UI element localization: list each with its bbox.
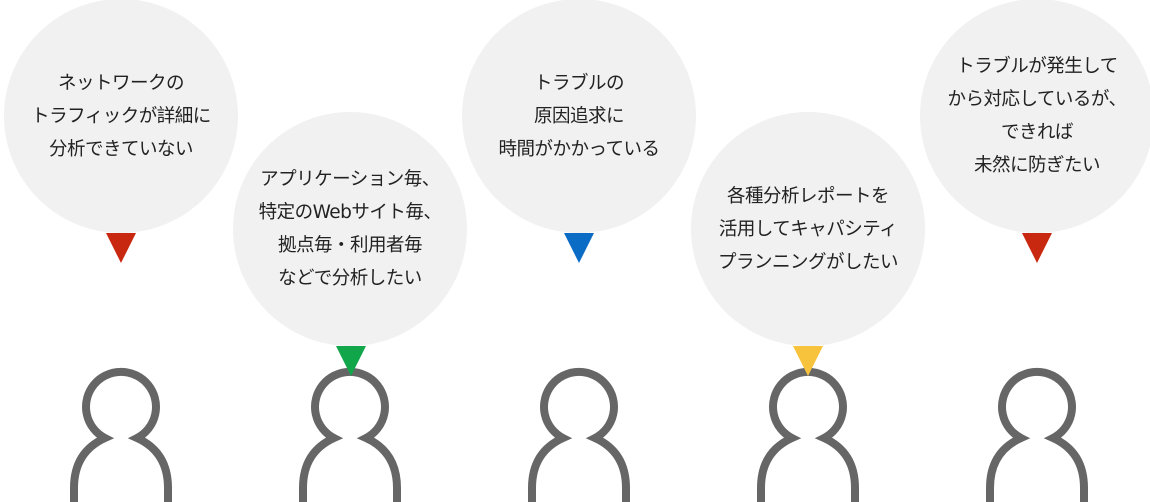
need-line: ネットワークの xyxy=(57,72,185,94)
person-icon xyxy=(528,367,630,502)
person-icon xyxy=(986,367,1088,502)
need-line: 拠点毎・利用者毎 xyxy=(277,235,423,256)
need-line: 時間がかかっている xyxy=(498,138,660,160)
need-line: トラブルの xyxy=(533,72,625,94)
need-bubble-3: トラブルの 原因追求に 時間がかかっている xyxy=(462,0,696,233)
need-line: 各種分析レポートを xyxy=(726,185,890,207)
pointer-triangle-3 xyxy=(564,233,594,263)
need-line: などで分析したい xyxy=(278,268,422,289)
need-line: 分析できていない xyxy=(48,138,194,160)
need-bubble-4: 各種分析レポートを 活用してキャパシティ プランニングがしたい xyxy=(691,112,925,346)
pointer-triangle-5 xyxy=(1022,233,1052,263)
need-line: アプリケーション毎、 xyxy=(260,169,440,190)
need-line: 未然に防ぎたい xyxy=(973,155,1101,176)
need-bubble-1: ネットワークの トラフィックが詳細に 分析できていない xyxy=(4,0,238,233)
pointer-triangle-2 xyxy=(336,346,366,376)
need-line: プランニングがしたい xyxy=(717,251,899,273)
pointer-triangle-1 xyxy=(106,233,136,263)
need-line: トラフィックが詳細に xyxy=(31,105,211,127)
need-line: 特定のWebサイト毎、 xyxy=(258,202,442,223)
need-line: 原因追求に xyxy=(533,105,625,127)
need-line: できれば xyxy=(1000,122,1074,143)
person-icon xyxy=(757,367,859,502)
need-line: トラブルが発生して xyxy=(956,56,1118,77)
need-bubble-5: トラブルが発生して から対応しているが、 できれば 未然に防ぎたい xyxy=(920,0,1150,233)
need-bubble-2: アプリケーション毎、 特定のWebサイト毎、 拠点毎・利用者毎 などで分析したい xyxy=(233,112,467,346)
need-line: から対応しているが、 xyxy=(947,89,1127,110)
person-icon xyxy=(70,367,172,502)
person-icon xyxy=(299,367,401,502)
need-line: 活用してキャパシティ xyxy=(718,218,898,240)
pointer-triangle-4 xyxy=(793,346,823,376)
